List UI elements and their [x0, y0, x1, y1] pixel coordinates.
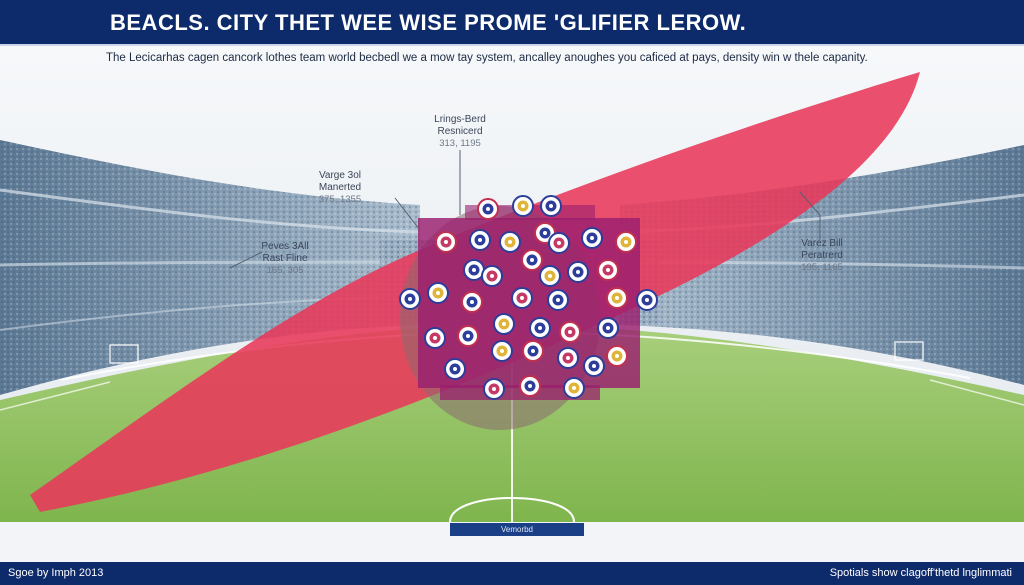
- club-badge-icon: [444, 358, 466, 380]
- callout-upper-left-value: 375, 1355: [318, 194, 362, 205]
- callout-upper-left: Varge 3ol Manerted 375, 1355: [305, 170, 375, 206]
- club-badge-icon: [563, 377, 585, 399]
- page-title: BEACLS. CITY THET WEE WISE PROME 'GLIFIE…: [110, 10, 747, 35]
- club-badge-icon: [435, 231, 457, 253]
- page-subtitle: The Lecicarhas cagen cancork lothes team…: [106, 52, 868, 64]
- callout-right-value: 195, 1165: [801, 262, 843, 273]
- club-badge-icon: [511, 287, 533, 309]
- club-badge-icon: [499, 231, 521, 253]
- callout-left: Peves 3All Rast Fline 165, 305: [250, 241, 320, 277]
- footer-note: Spotials show clagoff'thetd lnglimmati: [829, 567, 1012, 579]
- club-badge-icon: [493, 313, 515, 335]
- club-badge-icon: [606, 287, 628, 309]
- club-badge-icon: [557, 347, 579, 369]
- club-badge-icon: [636, 289, 658, 311]
- callout-upper-left-line1: Varge 3ol: [318, 170, 362, 181]
- club-badge-icon: [477, 198, 499, 220]
- club-badge-icon: [559, 321, 581, 343]
- callout-top-line1: Lrings-Berd: [434, 114, 486, 125]
- club-badge-icon: [483, 378, 505, 400]
- club-badge-icon: [529, 317, 551, 339]
- footer-credit: Sgoe by Imph 2013: [8, 567, 104, 579]
- callout-lines: [229, 150, 821, 269]
- club-badge-icon: [581, 227, 603, 249]
- club-badge-icon: [615, 231, 637, 253]
- callout-top-value: 313, 1195: [439, 138, 481, 149]
- callout-upper-left-line2: Manerted: [318, 182, 362, 193]
- header-bar: [0, 0, 1024, 44]
- club-badge-icon: [457, 325, 479, 347]
- club-badge-icon: [399, 288, 421, 310]
- club-badge-icon: [548, 232, 570, 254]
- club-badge-icon: [539, 265, 561, 287]
- footer-bar: [0, 562, 1024, 585]
- club-badge-icon: [597, 317, 619, 339]
- club-badge-icon: [519, 375, 541, 397]
- club-badge-icon: [583, 355, 605, 377]
- club-badge-icon: [522, 340, 544, 362]
- club-badge-icon: [547, 289, 569, 311]
- club-badge-icon: [512, 195, 534, 217]
- club-badge-icon: [491, 340, 513, 362]
- club-badge-icon: [469, 229, 491, 251]
- callout-right-line1: Varez Bill: [801, 238, 843, 249]
- club-badges: [399, 195, 658, 400]
- club-badge-icon: [461, 291, 483, 313]
- club-badge-icon: [521, 249, 543, 271]
- header-divider: [0, 44, 1024, 46]
- callout-left-line1: Peves 3All: [261, 241, 309, 252]
- club-badge-icon: [481, 265, 503, 287]
- club-badge-icon: [540, 195, 562, 217]
- center-tag: Vemorbd: [450, 523, 584, 536]
- club-badge-icon: [463, 259, 485, 281]
- callout-top-line2: Resnicerd: [437, 126, 483, 137]
- callout-right: Varez Bill Peratrerd 195, 1165: [787, 238, 857, 274]
- club-badge-icon: [606, 345, 628, 367]
- club-badge-icon: [427, 282, 449, 304]
- club-badge-icon: [597, 259, 619, 281]
- club-badge-icon: [424, 327, 446, 349]
- callout-left-line2: Rast Fline: [262, 253, 308, 264]
- club-badge-icon: [567, 261, 589, 283]
- callout-right-line2: Peratrerd: [801, 250, 843, 261]
- callout-left-value: 165, 305: [266, 265, 304, 276]
- callout-top: Lrings-Berd Resnicerd 313, 1195: [425, 114, 495, 150]
